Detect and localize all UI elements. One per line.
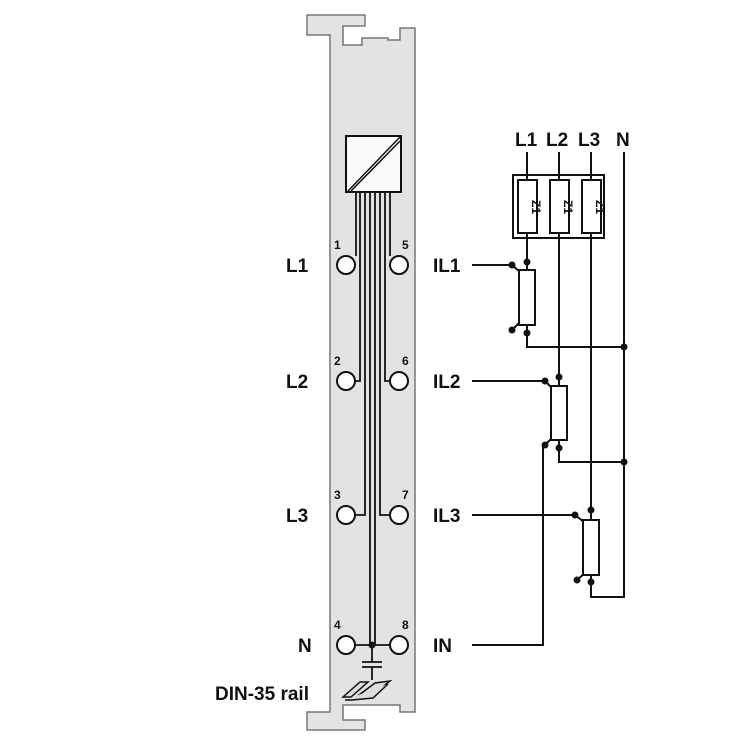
label-n: N: [298, 636, 312, 657]
junction-dot: [368, 641, 376, 649]
terminal-3[interactable]: [336, 505, 356, 525]
terminal-number: 4: [334, 618, 341, 632]
junction-dots: [508, 258, 628, 586]
phase-label-l1: L1: [515, 130, 538, 151]
terminal-number: 1: [334, 238, 341, 252]
label-in: IN: [433, 636, 452, 657]
terminal-8[interactable]: [389, 635, 409, 655]
phase-label-l2: L2: [546, 130, 568, 151]
fuse-label: Z1: [561, 200, 575, 214]
label-l3: L3: [286, 506, 308, 527]
terminals: [336, 255, 409, 655]
resistor-icon: [518, 269, 536, 326]
resistors: [518, 269, 600, 576]
terminal-5[interactable]: [389, 255, 409, 275]
terminal-6[interactable]: [389, 371, 409, 391]
fuse-label: Z1: [593, 200, 607, 214]
label-l2: L2: [286, 372, 308, 393]
label-il3: IL3: [433, 506, 460, 527]
isolation-converter-icon: [345, 135, 402, 193]
terminal-4[interactable]: [336, 635, 356, 655]
terminal-1[interactable]: [336, 255, 356, 275]
internal-wires: [355, 192, 391, 680]
label-l1: L1: [286, 256, 309, 277]
resistor-icon: [582, 519, 600, 576]
fuse-block: Z1 Z1 Z1: [512, 174, 607, 239]
terminal-2[interactable]: [336, 371, 356, 391]
din-rail-icon: [341, 679, 393, 701]
phase-label-l3: L3: [578, 130, 600, 151]
terminal-number: 2: [334, 354, 341, 368]
terminal-number: 7: [402, 488, 409, 502]
resistor-icon: [550, 385, 568, 441]
terminal-7[interactable]: [389, 505, 409, 525]
terminal-number: 3: [334, 488, 341, 502]
label-il2: IL2: [433, 372, 460, 393]
module-housing: [306, 14, 416, 731]
terminal-number: 5: [402, 238, 409, 252]
fuse-label: Z1: [529, 200, 543, 214]
terminal-number: 8: [402, 618, 409, 632]
terminal-number: 6: [402, 354, 409, 368]
phase-label-n: N: [616, 130, 630, 151]
label-din-rail: DIN-35 rail: [215, 684, 309, 705]
label-il1: IL1: [433, 256, 461, 277]
